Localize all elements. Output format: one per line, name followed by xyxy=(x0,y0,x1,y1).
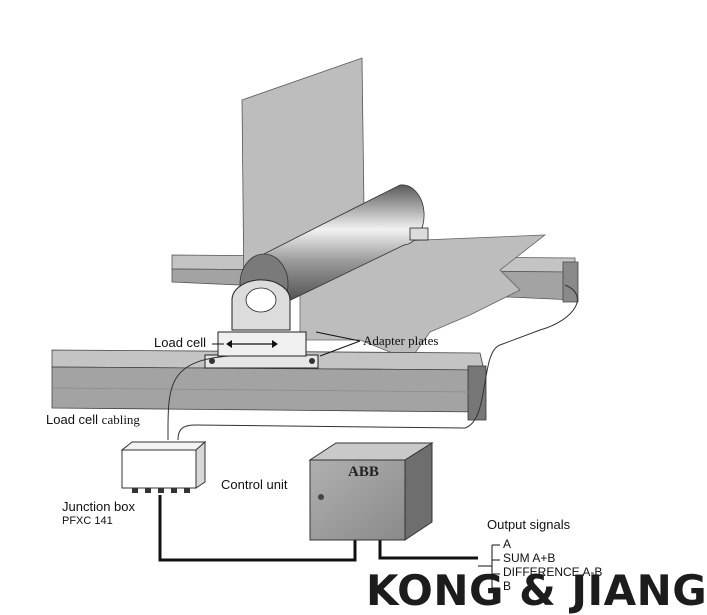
cables xyxy=(158,284,578,562)
paper-web xyxy=(299,234,547,361)
abb-logo: ABB xyxy=(348,464,379,480)
cabling-label-prefix: Load cell xyxy=(46,412,99,427)
cabling-label-suffix: cabling xyxy=(101,412,140,427)
output-signal-b: B xyxy=(503,579,512,593)
far-load-cell xyxy=(409,227,429,241)
output-bracket xyxy=(478,544,500,589)
output-signal-difference: DIFFERENCE A-B xyxy=(503,565,603,579)
output-signal-sum: SUM A+B xyxy=(503,551,556,565)
control-unit xyxy=(308,442,434,541)
cabling-label: Load cell cabling xyxy=(46,413,140,426)
output-signals-label: Output signals xyxy=(487,517,571,532)
junction-box-label: Junction box xyxy=(62,499,135,514)
watermark: KONG & JIANG xyxy=(366,566,707,615)
leader-lines xyxy=(212,331,361,357)
junction-box-model: PFXC 141 xyxy=(62,515,113,527)
junction-box xyxy=(120,440,207,493)
load-cell xyxy=(204,279,319,369)
adapter-plates-label: Adapter plates xyxy=(363,333,439,348)
control-unit-label: Control unit xyxy=(221,477,288,492)
output-signal-a: A xyxy=(503,537,512,551)
load-cell-label: Load cell xyxy=(154,335,207,350)
